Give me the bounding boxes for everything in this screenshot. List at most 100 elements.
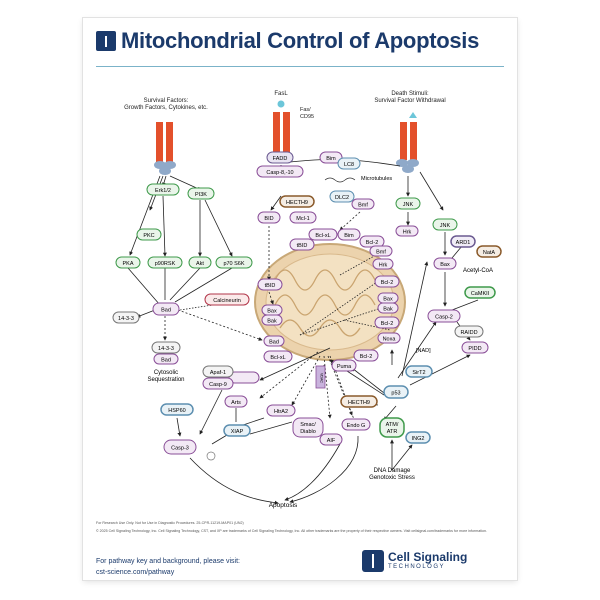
svg-text:Bak: Bak [267, 319, 277, 325]
svg-text:p53: p53 [391, 391, 400, 397]
svg-text:ING2: ING2 [412, 436, 425, 442]
survival-label-1: Survival Factors: [144, 98, 189, 104]
death-label-1: Death Stimuli: [391, 91, 429, 97]
survival-label-2: Growth Factors, Cytokines, etc. [124, 105, 208, 111]
node-bax-mito: Bax [261, 304, 283, 316]
svg-text:NatA: NatA [483, 250, 496, 256]
node-ing2: ING2 [405, 431, 431, 444]
node-bak-mid: Bak [377, 302, 399, 314]
node-fadd: FADD [266, 151, 294, 164]
microtubule-icon [324, 177, 356, 183]
node-bcl2-b: Bcl-2 [374, 275, 400, 288]
node-pkc: PKC [136, 228, 162, 241]
svg-text:Bak: Bak [383, 307, 393, 313]
svg-text:Bim: Bim [326, 156, 336, 162]
svg-text:PI3K: PI3K [195, 192, 207, 198]
cytosolic-label-2: Sequestration [147, 377, 184, 383]
node-arts: Arts [224, 395, 248, 408]
svg-text:JNK: JNK [403, 202, 414, 208]
node-erk: Erk1/2 [146, 183, 180, 196]
node-hecth9-low: HECTH9 [340, 395, 378, 408]
node-p70s6k: p70 S6K [215, 256, 253, 269]
node-hrk-top: Hrk [395, 225, 419, 237]
svg-text:Noxa: Noxa [383, 337, 397, 343]
svg-text:BID: BID [264, 216, 273, 222]
survival-receptor [154, 122, 176, 175]
apoptosis-label: Apoptosis [269, 502, 298, 509]
title-divider [96, 66, 504, 67]
node-camkii: CaMKII [464, 286, 496, 299]
node-nata: NatA [476, 245, 502, 258]
svg-text:XIAP: XIAP [231, 429, 244, 435]
fasl-label: FasL [274, 91, 288, 97]
svg-text:VDAC: VDAC [320, 373, 324, 383]
node-bim-top: Bim [319, 151, 343, 164]
svg-text:HECTH9: HECTH9 [286, 200, 308, 206]
node-lc8: LC8 [337, 157, 361, 170]
svg-text:HtrA2: HtrA2 [274, 409, 288, 415]
svg-text:PIDD: PIDD [468, 346, 481, 352]
node-cytoc [228, 371, 260, 384]
fas-label-2: CD95 [300, 114, 314, 120]
node-mcl1: Mcl-1 [289, 211, 317, 224]
node-sirt2: SirT2 [405, 365, 433, 378]
node-endog: Endo G [341, 418, 371, 431]
node-casp8: Casp-8,-10 [256, 165, 304, 178]
svg-text:Casp-2: Casp-2 [435, 315, 453, 321]
svg-text:Casp-9: Casp-9 [209, 382, 227, 388]
node-bak-mito: Bak [261, 314, 283, 326]
node-smac: Smac/ Diablo [292, 417, 324, 438]
death-label-2: Survival Factor Withdrawal [374, 98, 445, 104]
svg-text:Akt: Akt [196, 261, 204, 267]
disclaimer-note: For Research Use Only. Not for Use in Di… [96, 521, 244, 525]
svg-text:Erk1/2: Erk1/2 [155, 188, 171, 194]
svg-text:Bax: Bax [383, 297, 393, 303]
node-jnk-top: JNK [395, 197, 421, 210]
node-p53: p53 [383, 385, 409, 399]
svg-text:14-3-3: 14-3-3 [118, 316, 134, 322]
svg-text:Hrk: Hrk [379, 263, 388, 269]
node-bid: BID [257, 211, 281, 224]
fas-receptor [273, 100, 290, 160]
svg-text:Bax: Bax [267, 309, 277, 315]
svg-text:JNK: JNK [440, 223, 451, 229]
node-casp3: Casp-3 [163, 439, 197, 455]
header: Mitochondrial Control of Apoptosis [96, 24, 516, 58]
svg-text:Apaf-1: Apaf-1 [210, 370, 226, 376]
pathway-arrows [127, 157, 479, 505]
node-bmf-top: Bmf [351, 198, 375, 210]
svg-text:ATM/: ATM/ [386, 422, 399, 428]
node-bcl2-d: Bcl-2 [353, 349, 379, 362]
node-tbid-top: tBID [289, 238, 315, 251]
node-casp9: Casp-9 [202, 377, 234, 390]
node-aif: AIF [319, 433, 343, 446]
node-hsp60: HSP60 [160, 403, 194, 416]
node-apaf1: Apaf-1 [202, 365, 234, 378]
brand-subname: TECHNOLOGY [388, 564, 446, 570]
svg-text:ATR: ATR [387, 429, 398, 435]
node-bim-mid: Bim [337, 228, 361, 241]
svg-text:Arts: Arts [231, 400, 241, 406]
svg-text:Bad: Bad [161, 358, 171, 364]
pathway-link[interactable]: cst-science.com/pathway [96, 569, 175, 576]
node-bclxl-mito: Bcl-xL [263, 350, 293, 363]
node-calcineurin: Calcineurin [204, 293, 250, 306]
node-p90rsk: p90RSK [147, 256, 183, 269]
ubiquitin-icon [206, 451, 216, 461]
brand-logo: Cell Signaling TECHNOLOGY [362, 548, 504, 574]
node-atm: ATM/ ATR [379, 417, 405, 438]
acetylcoa-label: Acetyl-CoA [463, 268, 493, 274]
node-bcl2-c: Bcl-2 [374, 316, 400, 329]
page-title: Mitochondrial Control of Apoptosis [121, 28, 480, 53]
node-ard1: ARD1 [450, 235, 476, 248]
node-casp2: Casp-2 [427, 309, 461, 323]
node-pi3k: PI3K [187, 187, 215, 200]
svg-text:Bax: Bax [440, 262, 450, 268]
node-dlc2: DLC2 [329, 190, 355, 203]
svg-text:Bmf: Bmf [376, 250, 386, 256]
svg-text:Mcl-1: Mcl-1 [296, 216, 309, 222]
trademark-note: © 2025 Cell Signaling Technology, Inc. C… [96, 529, 488, 533]
svg-text:PKC: PKC [143, 233, 154, 239]
svg-text:Casp-8,-10: Casp-8,-10 [266, 170, 293, 176]
svg-text:Bcl-2: Bcl-2 [366, 240, 379, 246]
